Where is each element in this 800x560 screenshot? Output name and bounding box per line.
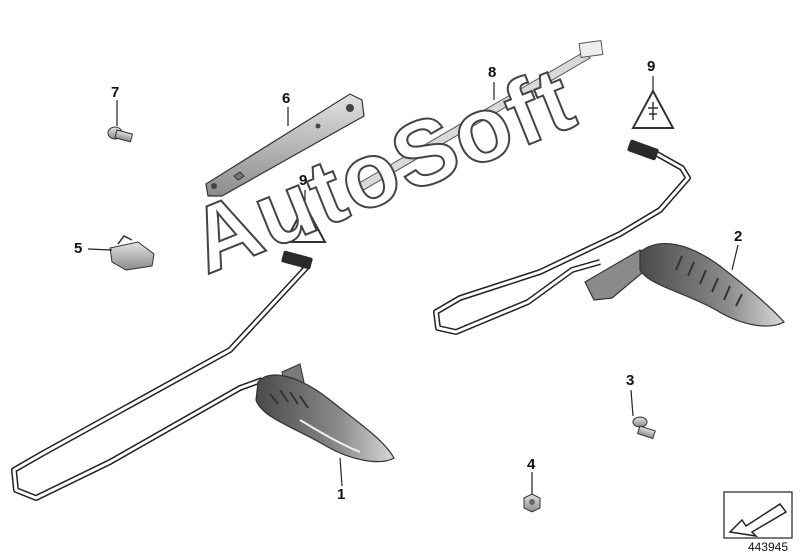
right-indicator-connector bbox=[627, 139, 659, 161]
bracket-plate bbox=[205, 93, 365, 197]
callout-9-right[interactable]: 9 bbox=[647, 58, 656, 75]
warning-triangle-left bbox=[283, 202, 327, 243]
callout-7[interactable]: 7 bbox=[111, 84, 120, 101]
direction-arrow-icon bbox=[723, 491, 793, 539]
diagram-number: 443945 bbox=[747, 540, 788, 554]
callout-4[interactable]: 4 bbox=[527, 456, 536, 473]
clip-nut bbox=[109, 235, 155, 271]
callout-8[interactable]: 8 bbox=[488, 64, 497, 81]
warning-triangle-right bbox=[631, 88, 675, 129]
right-indicator-body bbox=[639, 243, 785, 327]
left-indicator-connector bbox=[281, 250, 313, 270]
bolt bbox=[107, 126, 134, 143]
left-indicator-body bbox=[255, 374, 395, 463]
callout-6[interactable]: 6 bbox=[282, 90, 291, 107]
callout-9-left[interactable]: 9 bbox=[299, 172, 308, 189]
callout-2[interactable]: 2 bbox=[734, 228, 743, 245]
right-turn-indicator bbox=[433, 139, 785, 335]
callout-5[interactable]: 5 bbox=[74, 240, 83, 257]
callout-3[interactable]: 3 bbox=[626, 372, 635, 389]
leader-lines bbox=[87, 76, 739, 494]
cable-tie bbox=[353, 39, 604, 193]
nut bbox=[523, 493, 541, 513]
left-turn-indicator bbox=[11, 250, 395, 501]
screw bbox=[632, 416, 656, 440]
callout-1[interactable]: 1 bbox=[337, 486, 346, 503]
